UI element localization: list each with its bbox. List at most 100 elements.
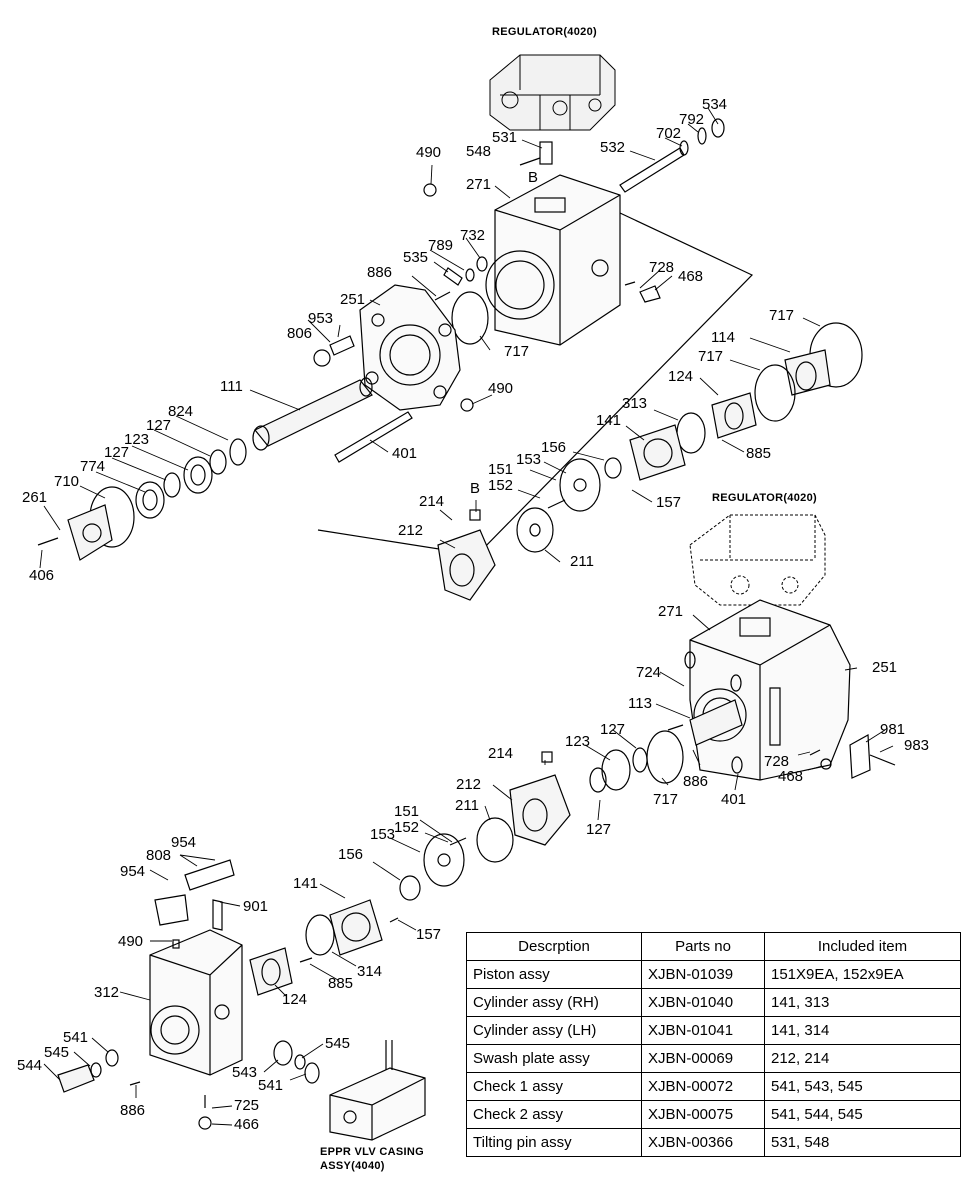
part-label: 981 xyxy=(880,721,906,738)
part-label: 156 xyxy=(338,846,364,863)
part-label: 717 xyxy=(698,348,724,365)
part-label: 406 xyxy=(29,567,55,584)
part-label: 886 xyxy=(120,1102,146,1119)
part-label: 313 xyxy=(622,395,648,412)
part-label: 954 xyxy=(120,863,146,880)
upper-assembly-frame xyxy=(317,212,754,556)
part-label: 792 xyxy=(679,111,705,128)
part-label: 535 xyxy=(403,249,429,266)
part-label: 271 xyxy=(658,603,684,620)
part-label: 541 xyxy=(63,1029,89,1046)
table-row: Check 2 assy XJBN-00075 541, 544, 545 xyxy=(466,1100,961,1129)
part-label: 251 xyxy=(340,291,366,308)
part-label: 824 xyxy=(168,403,194,420)
part-label: 710 xyxy=(54,473,80,490)
valve-block-251 xyxy=(359,284,461,411)
part-label: 141 xyxy=(293,875,319,892)
part-label: 123 xyxy=(565,733,591,750)
part-label: 466 xyxy=(234,1116,260,1133)
part-label: 885 xyxy=(746,445,772,462)
part-label: 312 xyxy=(94,984,120,1001)
housing-271-upper xyxy=(485,174,621,346)
table-cell: XJBN-00366 xyxy=(641,1128,765,1157)
table-cell: XJBN-01039 xyxy=(641,960,765,989)
assembly-parts-table: Descrption Parts no Included item Piston… xyxy=(466,932,961,1157)
part-label: B xyxy=(470,480,481,497)
part-label: 490 xyxy=(118,933,144,950)
table-cell: 151X9EA, 152x9EA xyxy=(764,960,961,989)
table-cell: XJBN-01041 xyxy=(641,1016,765,1045)
check-valves xyxy=(57,1040,320,1093)
part-label: 314 xyxy=(357,963,383,980)
part-label: 251 xyxy=(872,659,898,676)
table-cell: 141, 314 xyxy=(764,1016,961,1045)
table-cell: 212, 214 xyxy=(764,1044,961,1073)
part-label: 545 xyxy=(44,1044,70,1061)
part-label: 127 xyxy=(104,444,130,461)
part-label: 490 xyxy=(416,144,442,161)
small-parts-left xyxy=(313,335,474,412)
port-block-312 xyxy=(149,859,243,1130)
part-label: 886 xyxy=(367,264,393,281)
part-label: 732 xyxy=(460,227,486,244)
part-label: 774 xyxy=(80,458,106,475)
eppr-valve-drawing xyxy=(329,1040,426,1141)
part-label: 127 xyxy=(586,821,612,838)
part-label: 212 xyxy=(398,522,424,539)
column-header: Descrption xyxy=(466,932,642,961)
table-cell: XJBN-01040 xyxy=(641,988,765,1017)
caption-regulator-top: REGULATOR(4020) xyxy=(492,26,597,38)
part-label: 212 xyxy=(456,776,482,793)
table-cell: Cylinder assy (RH) xyxy=(466,988,642,1017)
small-parts-upper xyxy=(423,183,661,345)
part-label: 214 xyxy=(488,745,514,762)
rotating-group-mid xyxy=(249,751,571,996)
regulator-mid-drawing xyxy=(689,514,826,606)
part-label: 543 xyxy=(232,1064,258,1081)
part-label: 401 xyxy=(721,791,747,808)
part-label: 157 xyxy=(416,926,442,943)
part-label: 153 xyxy=(516,451,542,468)
table-cell: 531, 548 xyxy=(764,1128,961,1157)
part-label: 728 xyxy=(764,753,790,770)
part-label: 124 xyxy=(282,991,308,1008)
part-label: 468 xyxy=(778,768,804,785)
table-cell: 541, 543, 545 xyxy=(764,1072,961,1101)
part-label: 141 xyxy=(596,412,622,429)
table-row: Tilting pin assy XJBN-00366 531, 548 xyxy=(466,1128,961,1157)
rotating-group-upper xyxy=(437,322,863,601)
table-cell: Check 1 assy xyxy=(466,1072,642,1101)
part-label: 261 xyxy=(22,489,48,506)
regulator-upper-drawing xyxy=(489,54,616,131)
caption-eppr-line2: ASSY(4040) xyxy=(320,1160,385,1172)
part-label: 954 xyxy=(171,834,197,851)
part-label: 211 xyxy=(570,553,594,570)
leader-lines xyxy=(39,107,894,1126)
part-label: 885 xyxy=(328,975,354,992)
part-label: 152 xyxy=(488,477,514,494)
table-row: Piston assy XJBN-01039 151X9EA, 152x9EA xyxy=(466,960,961,989)
table-cell: XJBN-00072 xyxy=(641,1072,765,1101)
table-row: Check 1 assy XJBN-00072 541, 543, 545 xyxy=(466,1072,961,1101)
table-row: Swash plate assy XJBN-00069 212, 214 xyxy=(466,1044,961,1073)
part-label: 401 xyxy=(392,445,418,462)
part-label: 123 xyxy=(124,431,150,448)
table-cell: Tilting pin assy xyxy=(466,1128,642,1157)
part-label: 156 xyxy=(541,439,567,456)
table-cell: Swash plate assy xyxy=(466,1044,642,1073)
mid-small-parts xyxy=(589,699,896,793)
part-label: 806 xyxy=(287,325,313,342)
part-label: 113 xyxy=(628,695,652,712)
column-header: Included item xyxy=(764,932,961,961)
column-header: Parts no xyxy=(641,932,765,961)
part-label: 724 xyxy=(636,664,662,681)
part-label: 124 xyxy=(668,368,694,385)
part-label: 111 xyxy=(220,378,243,395)
part-label: 886 xyxy=(683,773,709,790)
table-cell: 141, 313 xyxy=(764,988,961,1017)
part-label: 548 xyxy=(466,143,492,160)
part-label: 953 xyxy=(308,310,334,327)
part-label: 545 xyxy=(325,1035,351,1052)
part-label: 725 xyxy=(234,1097,260,1114)
table-cell: 541, 544, 545 xyxy=(764,1100,961,1129)
